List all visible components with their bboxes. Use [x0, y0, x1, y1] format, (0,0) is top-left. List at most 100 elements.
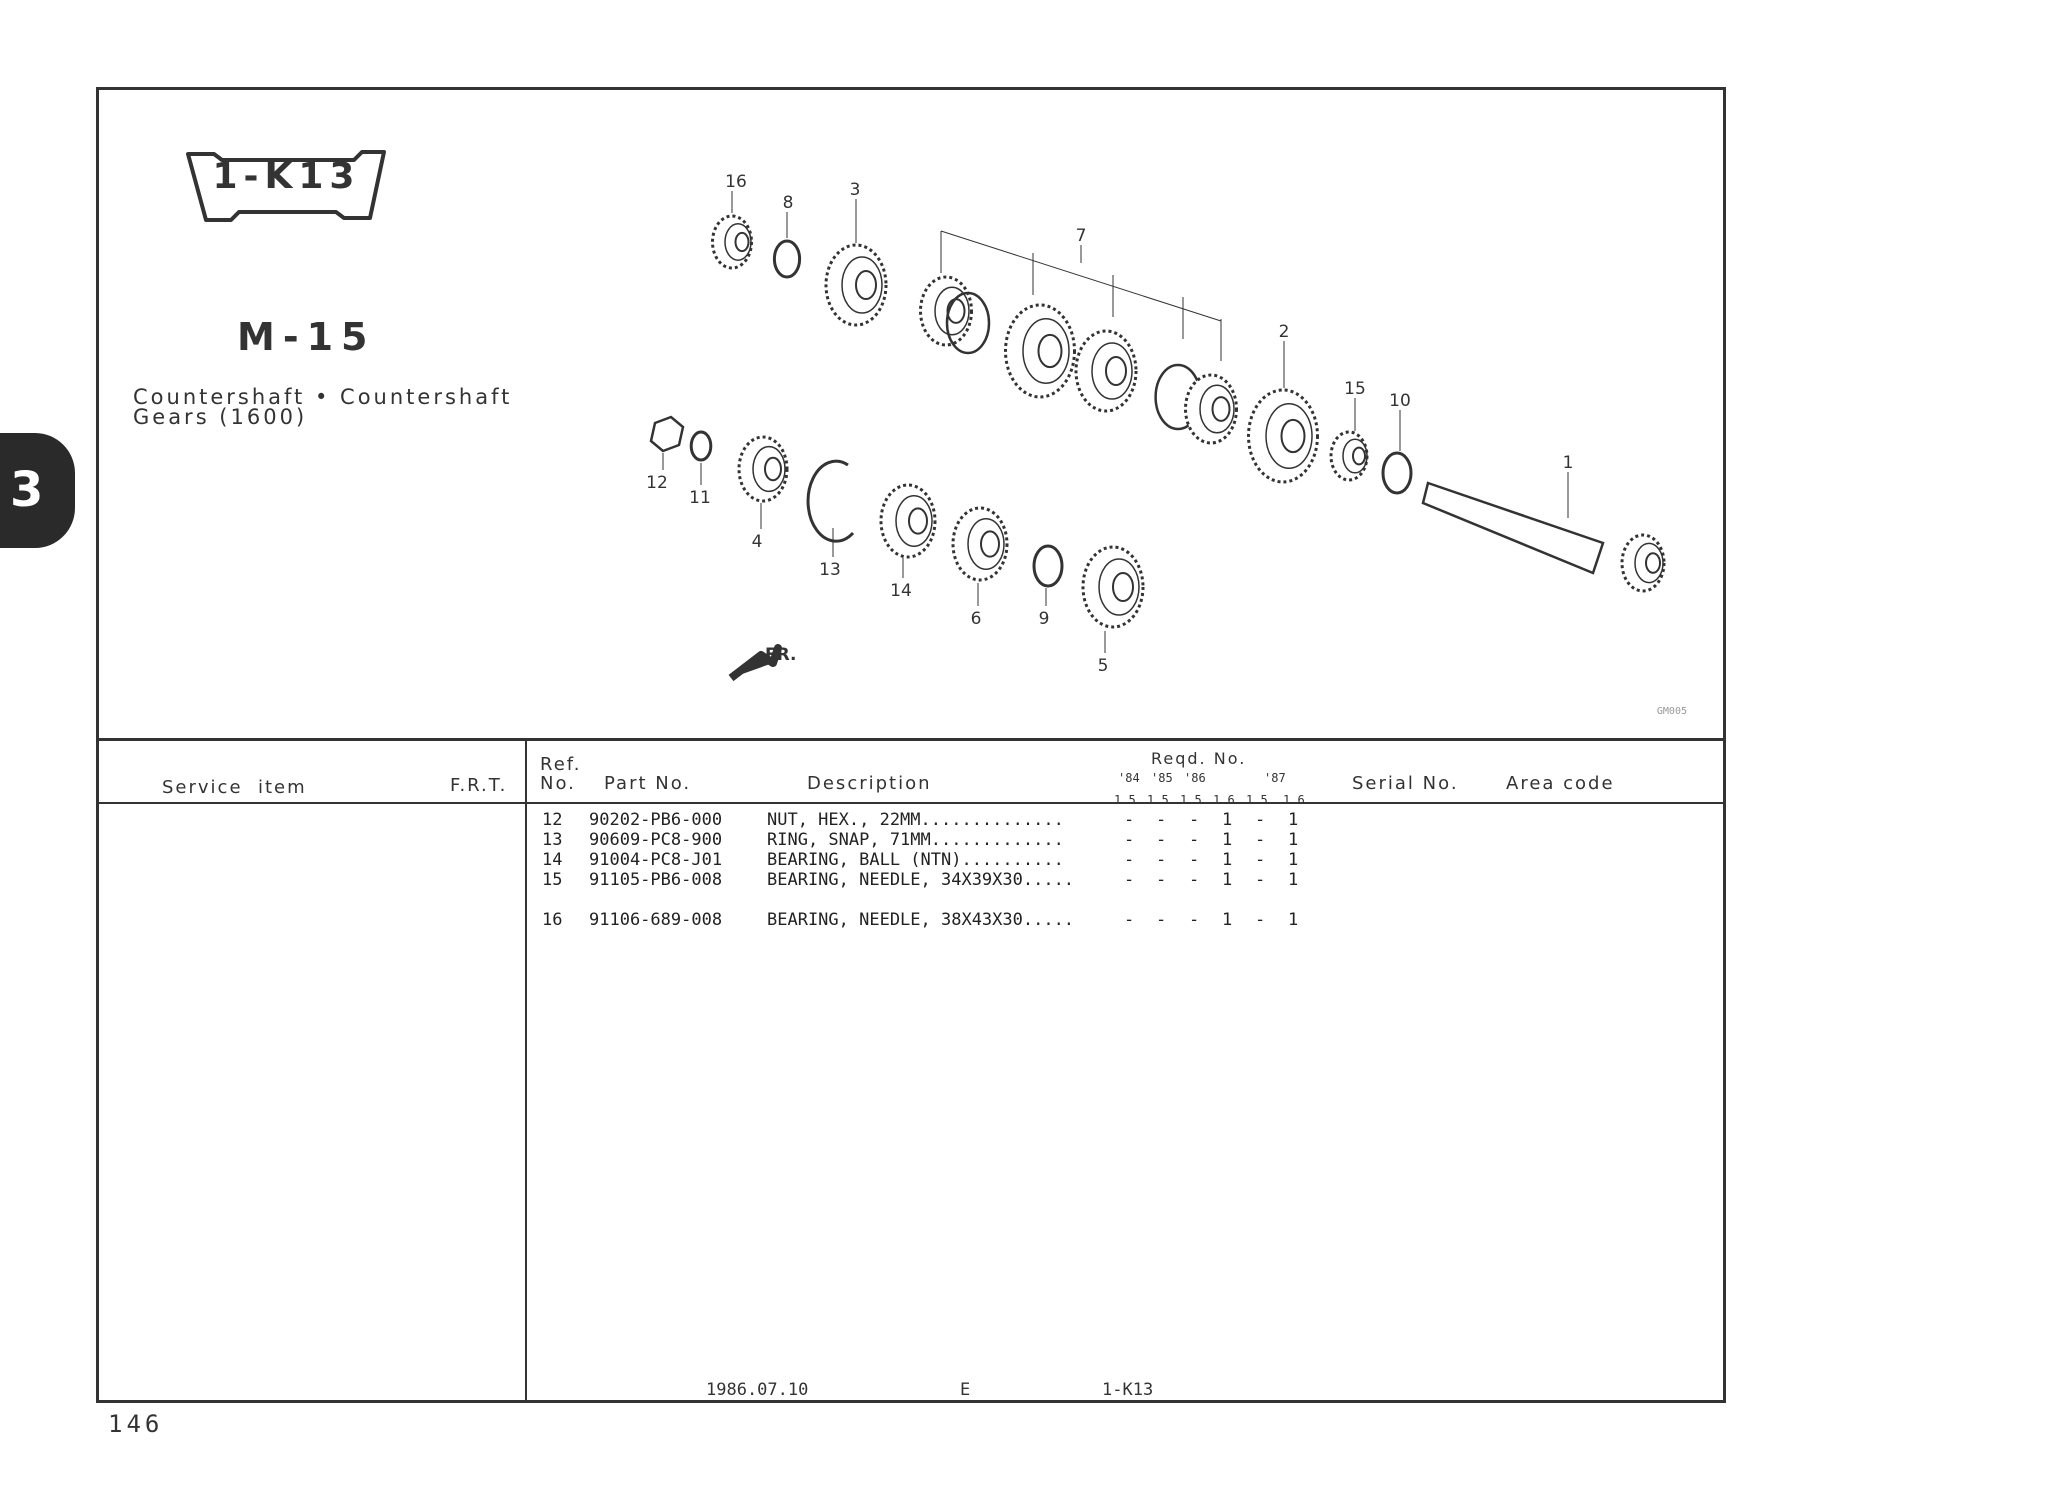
engine-header: 1.5 [1246, 793, 1268, 807]
table-header: Service item F.R.T. Ref. No. Part No. De… [99, 738, 1723, 892]
gear-4-icon-bore [764, 456, 782, 482]
qty-cell: - [1189, 850, 1200, 870]
callout-13: 13 [819, 560, 841, 580]
qty-cell: - [1124, 910, 1135, 930]
needle-bearing-15-icon-hub [1342, 438, 1368, 474]
hub-gear-2-icon-hub [1091, 342, 1133, 400]
exploded-diagram: 1-K13 M-15 Countershaft • Countershaft G… [99, 90, 1723, 741]
ref-no: 16 [542, 910, 563, 930]
part-no: 91004-PC8-J01 [589, 850, 723, 870]
qty-cell: - [1156, 830, 1167, 850]
part-no: 91105-PB6-008 [589, 870, 723, 890]
qty-cell: - [1189, 810, 1200, 830]
description: BEARING, NEEDLE, 34X39X30..... [767, 870, 1075, 890]
qty-cell: - [1156, 870, 1167, 890]
gear-5-icon-bore [1112, 572, 1134, 602]
qty-cell: 1 [1222, 850, 1233, 870]
synchro-sleeve-icon-bore [946, 298, 966, 324]
parts-page-frame: 1-K13 M-15 Countershaft • Countershaft G… [96, 87, 1726, 1403]
callout-12: 12 [646, 473, 668, 493]
hub-gear-icon-hub [1022, 318, 1070, 384]
gear-6-icon-bore [980, 530, 1000, 558]
ball-bearing-14-icon-hub [895, 495, 933, 547]
hub-gear-icon-bore [1037, 333, 1063, 369]
qty-cell: - [1255, 910, 1266, 930]
callout-7-bracket [940, 230, 1222, 322]
ref-no: 14 [542, 850, 563, 870]
header-serial-no: Serial No. [1352, 773, 1459, 794]
engine-header: 1.5 [1180, 793, 1202, 807]
qty-cell: - [1124, 850, 1135, 870]
needle-bearing-16-icon-hub [724, 223, 752, 261]
part-no: 91106-689-008 [589, 910, 723, 930]
qty-cell: - [1189, 910, 1200, 930]
snap-ring-13-icon [806, 459, 855, 543]
hex-nut-12-icon [649, 415, 685, 453]
qty-cell: 1 [1222, 910, 1233, 930]
callout-8: 8 [783, 193, 794, 213]
callout-1: 1 [1563, 453, 1574, 473]
qty-cell: - [1156, 810, 1167, 830]
engine-header: 1.5 [1114, 793, 1136, 807]
engine-header: 1.5 [1147, 793, 1169, 807]
footer-date: 1986.07.10 [706, 1380, 809, 1400]
qty-cell: - [1255, 870, 1266, 890]
model-code: M-15 [237, 315, 376, 359]
qty-cell: 1 [1222, 830, 1233, 850]
header-divider [99, 802, 1723, 804]
gear-4-icon-hub [752, 445, 786, 493]
qty-cell: - [1124, 830, 1135, 850]
year-header: '85 [1151, 771, 1173, 785]
header-frt: F.R.T. [450, 775, 508, 796]
gear-5-icon-hub [1098, 558, 1140, 616]
qty-cell: - [1124, 870, 1135, 890]
needle-bearing-16-icon-bore [734, 231, 750, 253]
callout-10: 10 [1389, 391, 1411, 411]
callout-15: 15 [1344, 379, 1366, 399]
description: BEARING, BALL (NTN).......... [767, 850, 1064, 870]
countershaft-pinion-icon-hub [1634, 542, 1664, 584]
countershaft-1-icon [1421, 481, 1605, 575]
countershaft-pinion-icon-bore [1645, 552, 1661, 574]
hub-gear-2-icon-bore [1105, 356, 1127, 386]
qty-cell: 1 [1288, 830, 1299, 850]
header-service-item: Service item [162, 777, 307, 798]
header-description: Description [807, 773, 932, 794]
callout-11: 11 [689, 488, 711, 508]
qty-cell: 1 [1288, 910, 1299, 930]
gear-3-icon-bore [855, 270, 877, 300]
header-area-code: Area code [1506, 773, 1615, 794]
collar-8-icon [772, 239, 802, 279]
ref-no: 13 [542, 830, 563, 850]
callout-4: 4 [752, 532, 763, 552]
synchro-sleeve-2-icon-bore [1211, 396, 1231, 422]
section-tab: 3 [0, 433, 75, 548]
diagram-code: GM005 [1656, 706, 1687, 717]
thrust-washer-10-icon [1381, 451, 1413, 495]
gear-3-icon-hub [841, 256, 883, 314]
qty-cell: 1 [1288, 810, 1299, 830]
description: NUT, HEX., 22MM.............. [767, 810, 1064, 830]
synchro-ring-icon [945, 291, 991, 355]
qty-cell: - [1255, 850, 1266, 870]
qty-cell: 1 [1222, 870, 1233, 890]
callout-2: 2 [1279, 322, 1290, 342]
page-number: 146 [108, 1410, 164, 1438]
part-no: 90609-PC8-900 [589, 830, 723, 850]
needle-bearing-15-icon-bore [1352, 446, 1366, 466]
callout-16: 16 [725, 172, 747, 192]
engine-header: 1.6 [1283, 793, 1305, 807]
qty-cell: - [1124, 810, 1135, 830]
engine-header: 1.6 [1213, 793, 1235, 807]
year-header: '86 [1184, 771, 1206, 785]
synchro-sleeve-2-icon-hub [1199, 384, 1235, 434]
qty-cell: 1 [1222, 810, 1233, 830]
collar-9-icon [1032, 544, 1064, 588]
callout-3: 3 [850, 180, 861, 200]
callout-7: 7 [1076, 226, 1087, 246]
ref-no: 15 [542, 870, 563, 890]
description: RING, SNAP, 71MM............. [767, 830, 1064, 850]
page-title: Countershaft • Countershaft Gears (1600) [133, 387, 512, 428]
callout-14: 14 [890, 581, 912, 601]
